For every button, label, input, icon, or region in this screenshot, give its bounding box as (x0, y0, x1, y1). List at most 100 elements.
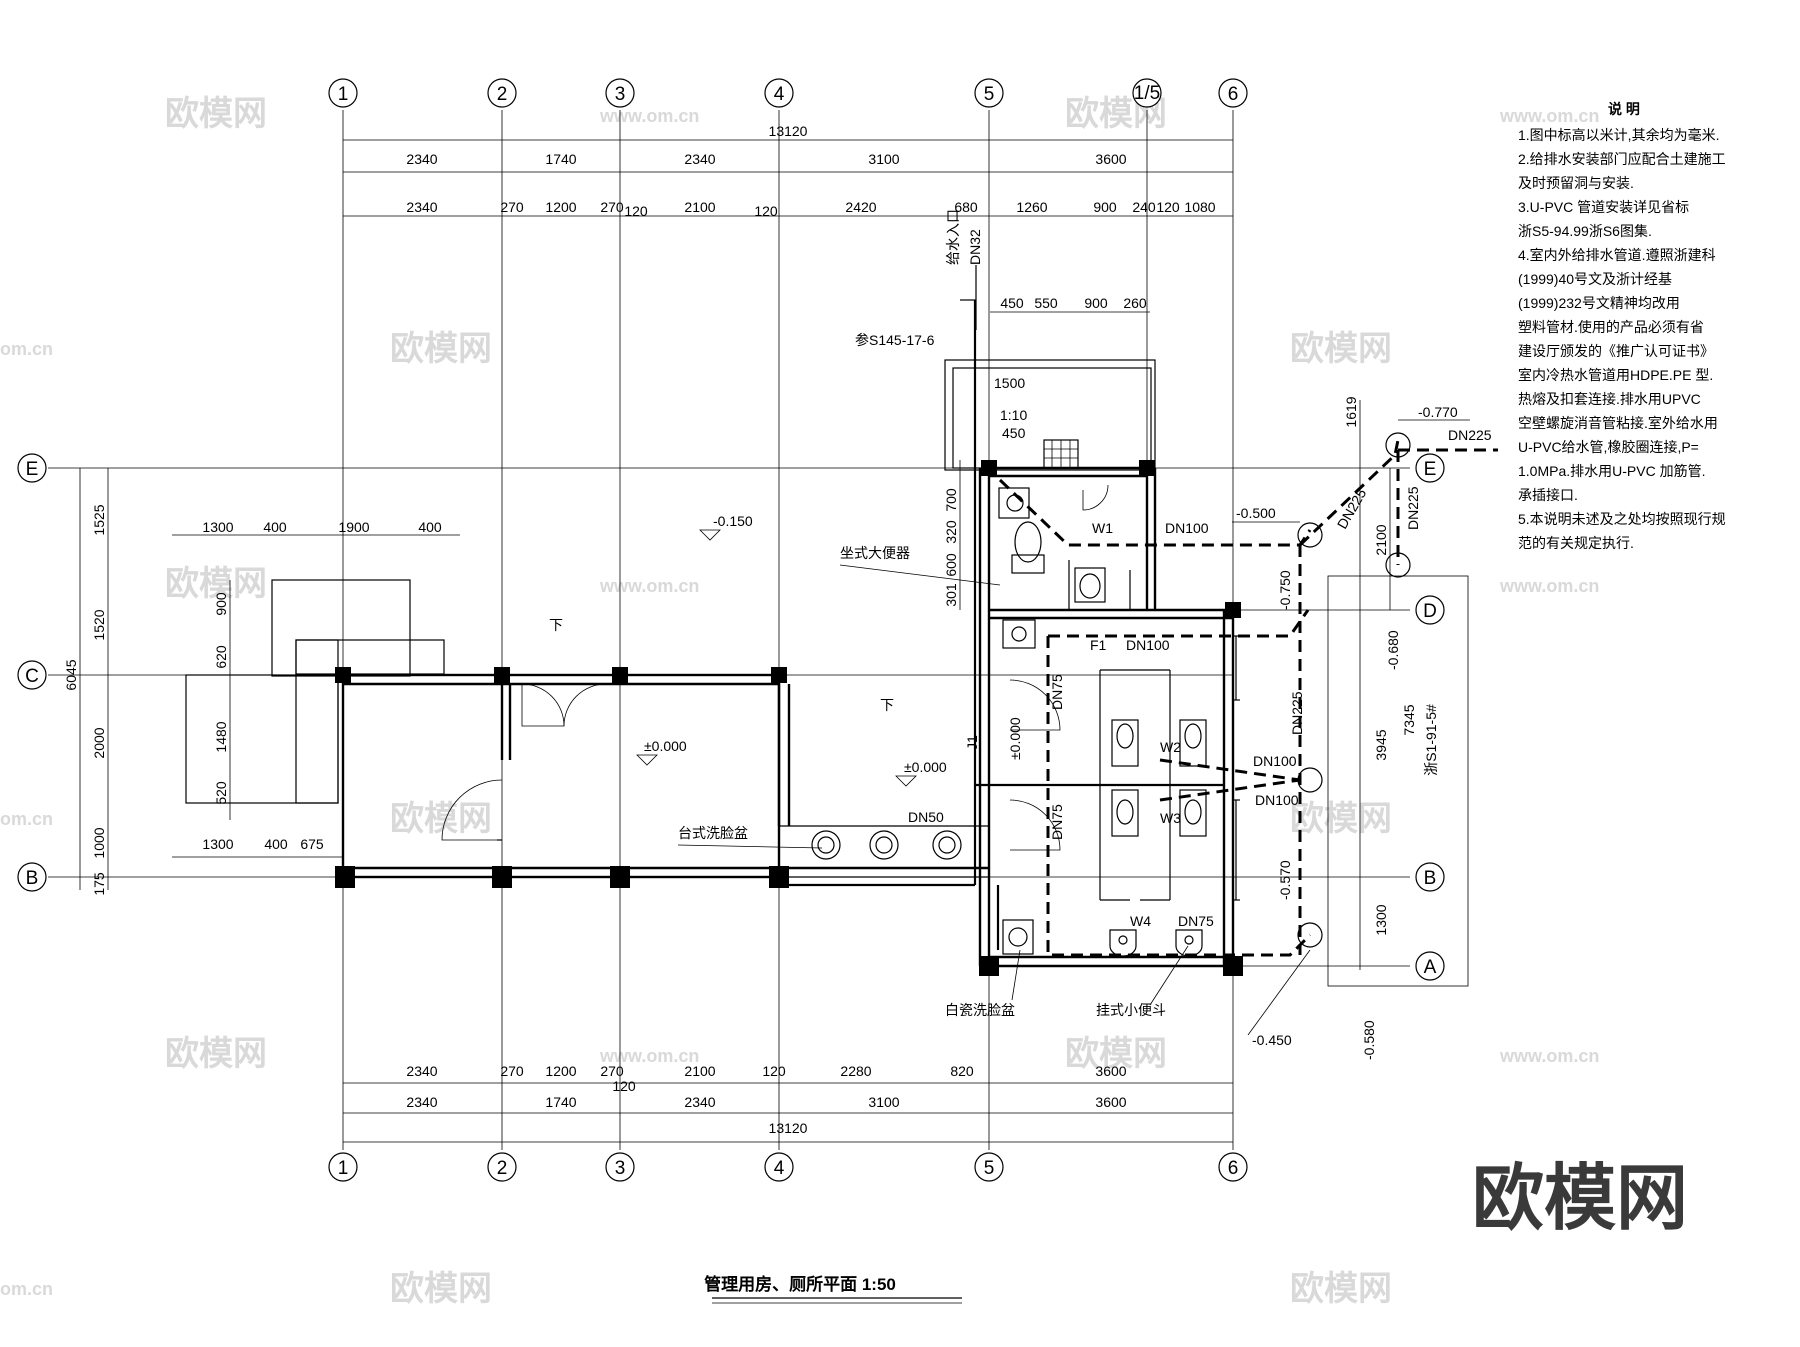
squat-stall-1 (1111, 719, 1139, 767)
elevation-label: -0.770 (1418, 404, 1458, 420)
svg-text:1300: 1300 (202, 519, 233, 535)
elevation-label: -0.580 (1361, 1020, 1377, 1060)
svg-text:270: 270 (600, 1063, 624, 1079)
axis-bubble-6: 6 (1218, 78, 1248, 108)
axis-grid-lines (48, 110, 1410, 1150)
axis-bubble-2: 2 (487, 1152, 517, 1182)
svg-text:2340: 2340 (684, 1094, 715, 1110)
manhole (1297, 522, 1323, 548)
svg-text:3100: 3100 (868, 151, 899, 167)
wash-basin (1074, 567, 1106, 603)
watermark: 欧模网 (165, 565, 267, 603)
svg-text:900: 900 (213, 592, 229, 616)
squat-stall-4 (1179, 789, 1207, 837)
axis-bubble-3: 3 (605, 1152, 635, 1182)
svg-text:1200: 1200 (545, 1063, 576, 1079)
svg-text:3: 3 (615, 1158, 626, 1179)
watermark: 欧模网 (1290, 800, 1392, 838)
elevation-marks: -0.150 ±0.000 ±0.000 ±0.000 -0.770 -0.50… (636, 404, 1470, 1060)
pipe-f1: F1 (1090, 637, 1107, 653)
svg-text:550: 550 (1034, 295, 1058, 311)
svg-text:热熔及扣套连接.排水用UPVC: 热熔及扣套连接.排水用UPVC (1518, 391, 1701, 407)
svg-text:600: 600 (943, 553, 959, 577)
svg-text:4: 4 (774, 84, 785, 105)
svg-text:2.给排水安装部门应配合土建施工: 2.给排水安装部门应配合土建施工 (1518, 151, 1726, 167)
axis-bubble-1-5: 1/5 (1132, 78, 1162, 108)
squat-stall-2 (1179, 719, 1207, 767)
water-inlet-label: 给水入口 (945, 209, 961, 265)
elevation-label: -0.750 (1277, 570, 1293, 610)
notes-title: 说 明 (1608, 101, 1640, 117)
svg-text:2: 2 (497, 84, 508, 105)
svg-text:120: 120 (612, 1078, 636, 1094)
svg-text:270: 270 (500, 199, 524, 215)
svg-text:1/5: 1/5 (1134, 83, 1160, 104)
axis-bubble-1: 1 (328, 1152, 358, 1182)
svg-text:塑料管材.使用的产品必须有省: 塑料管材.使用的产品必须有省 (1518, 319, 1704, 335)
svg-text:DN100: DN100 (1126, 637, 1170, 653)
svg-text:3945: 3945 (1373, 729, 1389, 760)
svg-text:3100: 3100 (868, 1094, 899, 1110)
axis-bubble-B: B (17, 862, 47, 892)
axis-bubble-E: E (17, 453, 47, 483)
svg-text:2340: 2340 (684, 151, 715, 167)
left-dimension-chain: 1525 1520 2000 1000 175 6045 900 620 148… (63, 468, 231, 896)
drawing-title: 管理用房、厕所平面 1:50 (704, 1274, 896, 1294)
watermark: 欧模网 (390, 1270, 492, 1308)
svg-text:1080: 1080 (1184, 199, 1215, 215)
svg-text:3: 3 (615, 84, 626, 105)
watermark: www.om.cn (599, 106, 699, 126)
svg-text:400: 400 (264, 836, 288, 852)
svg-text:520: 520 (213, 781, 229, 805)
watermark: 欧模网 (390, 800, 492, 838)
svg-text:120: 120 (762, 1063, 786, 1079)
toilet-fixtures (811, 439, 1207, 957)
watermark: 欧模网 (1290, 330, 1392, 368)
floor-basin (1002, 619, 1036, 649)
axis-bubble-D: D (1415, 595, 1445, 625)
counter-basin-label: 台式洗脸盆 (678, 825, 748, 841)
axis-bubble-C: C (17, 660, 47, 690)
seat-toilet-label: 坐式大便器 (840, 545, 910, 561)
svg-text:2280: 2280 (840, 1063, 871, 1079)
pipe-w3: W3 (1160, 810, 1181, 826)
svg-text:1: 1 (338, 84, 349, 105)
svg-text:700: 700 (943, 488, 959, 512)
watermark-layer: 欧模网 www.om.cn 欧模网 www.om.cn om.cn 欧模网 欧模… (0, 95, 1688, 1308)
standard-ref: 浙S1-91-5# (1423, 704, 1439, 776)
toilet-dimensions: 450 550 900 260 1500 1:10 450 700 320 60… (943, 295, 1150, 610)
pipe-w4: W4 (1130, 913, 1151, 929)
svg-text:820: 820 (950, 1063, 974, 1079)
planter-bed (185, 674, 339, 804)
svg-text:B: B (1424, 868, 1437, 889)
svg-text:1619: 1619 (1343, 396, 1359, 427)
svg-text:5: 5 (984, 1158, 995, 1179)
axis-bubble-E: E (1415, 453, 1445, 483)
svg-text:2340: 2340 (406, 1094, 437, 1110)
svg-text:1300: 1300 (202, 836, 233, 852)
svg-text:5.本说明未述及之处均按照现行规: 5.本说明未述及之处均按照现行规 (1518, 511, 1726, 527)
svg-text:680: 680 (954, 199, 978, 215)
svg-text:DN225: DN225 (1334, 486, 1370, 532)
porcelain-basin (1002, 919, 1034, 955)
svg-text:(1999)40号文及浙计经基: (1999)40号文及浙计经基 (1518, 271, 1672, 287)
svg-text:240: 240 (1132, 199, 1156, 215)
svg-text:DN100: DN100 (1255, 792, 1299, 808)
svg-text:DN75: DN75 (1049, 804, 1065, 840)
svg-text:DN225: DN225 (1289, 691, 1305, 735)
svg-text:E: E (1424, 459, 1437, 480)
svg-text:301: 301 (943, 583, 959, 607)
svg-text:7345: 7345 (1401, 704, 1417, 735)
watermark: www.om.cn (1499, 106, 1599, 126)
pipe-w1: W1 (1092, 520, 1113, 536)
svg-text:DN225: DN225 (1405, 486, 1421, 530)
svg-text:B: B (26, 868, 39, 889)
manhole (1297, 922, 1323, 948)
svg-text:1900: 1900 (338, 519, 369, 535)
svg-text:1740: 1740 (545, 151, 576, 167)
svg-text:175: 175 (91, 872, 107, 896)
urinal-1 (1109, 929, 1137, 957)
svg-text:1000: 1000 (91, 827, 107, 858)
svg-text:900: 900 (1084, 295, 1108, 311)
svg-text:400: 400 (263, 519, 287, 535)
